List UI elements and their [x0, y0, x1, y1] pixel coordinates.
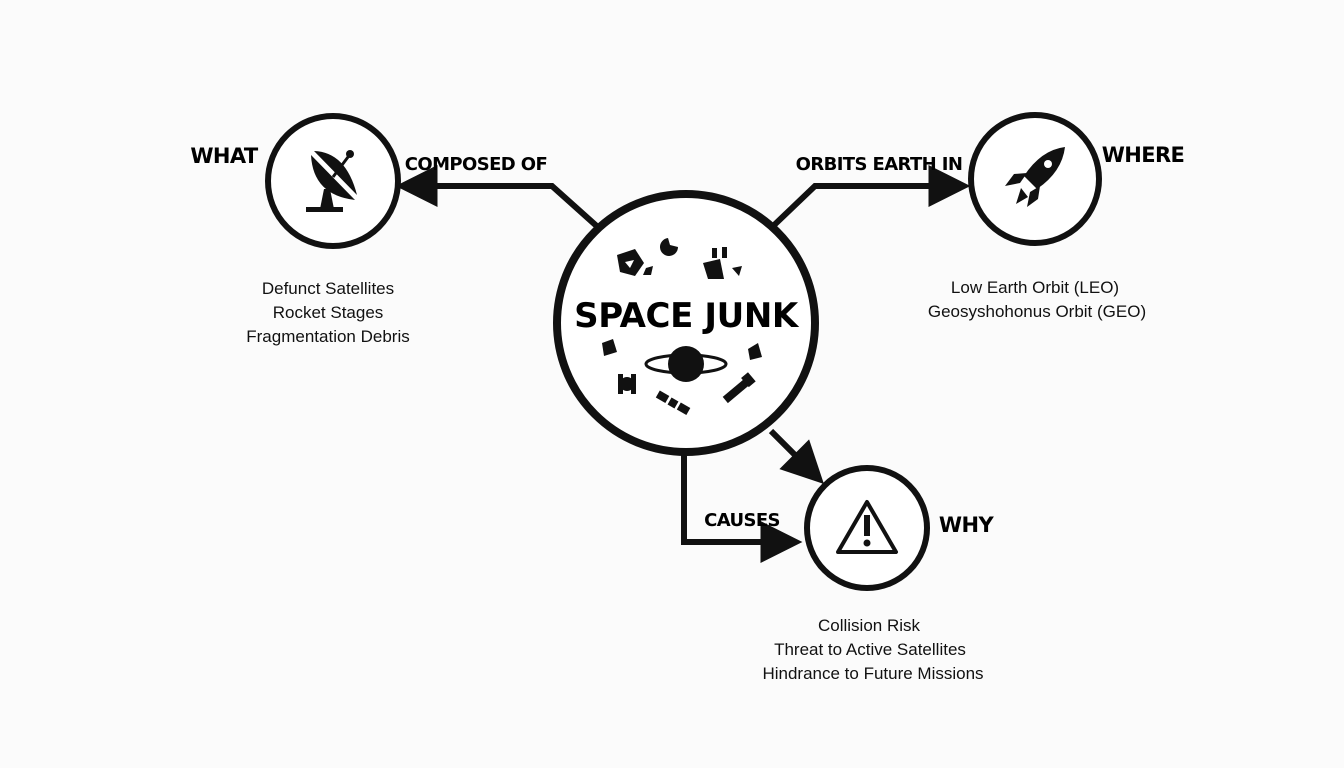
debris-fragment-icon — [617, 249, 644, 276]
composed-of-arrow — [395, 165, 603, 232]
causes-label: CAUSES — [704, 510, 780, 531]
warning-icon — [836, 500, 898, 554]
where-item-1: Low Earth Orbit (LEO) — [951, 278, 1119, 297]
orbits-earth-in-arrow — [767, 165, 971, 232]
satellite-dish-icon — [306, 150, 357, 212]
causes-diagonal-arrow — [768, 428, 824, 484]
causes-arrow — [681, 455, 803, 563]
what-label: WHAT — [190, 144, 259, 168]
composed-of-label: COMPOSED OF — [405, 154, 547, 175]
planet-debris-icon — [644, 346, 728, 382]
why-item-1: Collision Risk — [818, 616, 921, 635]
what-item-2: Rocket Stages — [273, 303, 384, 322]
orbits-earth-in-label: ORBITS EARTH IN — [796, 154, 963, 175]
where-label: WHERE — [1102, 143, 1185, 167]
what-node: WHAT Defunct Satellites Rocket Stages Fr… — [190, 113, 410, 346]
central-title: SPACE JUNK — [574, 296, 800, 336]
why-item-2: Threat to Active Satellites — [774, 640, 966, 659]
debris-bolt-icon — [722, 372, 756, 404]
why-label: WHY — [939, 513, 995, 537]
why-item-3: Hindrance to Future Missions — [762, 664, 983, 683]
debris-piece-icon — [602, 339, 617, 356]
where-node: WHERE Low Earth Orbit (LEO) Geosyshohonu… — [928, 112, 1185, 321]
what-item-1: Defunct Satellites — [262, 279, 394, 298]
debris-chunk-icon — [660, 238, 678, 256]
rocket-icon — [1005, 147, 1065, 207]
debris-icons — [602, 238, 762, 415]
central-node: SPACE JUNK — [553, 190, 819, 456]
why-node: WHY Collision Risk Threat to Active Sate… — [762, 465, 995, 683]
debris-tie-icon — [618, 374, 636, 394]
mini-satellite-icon — [655, 390, 691, 415]
debris-fragment-icon — [703, 247, 742, 279]
debris-piece-icon — [643, 266, 653, 275]
what-item-3: Fragmentation Debris — [246, 327, 409, 346]
debris-fragment-icon — [748, 343, 762, 360]
where-item-2: Geosyshohonus Orbit (GEO) — [928, 302, 1146, 321]
